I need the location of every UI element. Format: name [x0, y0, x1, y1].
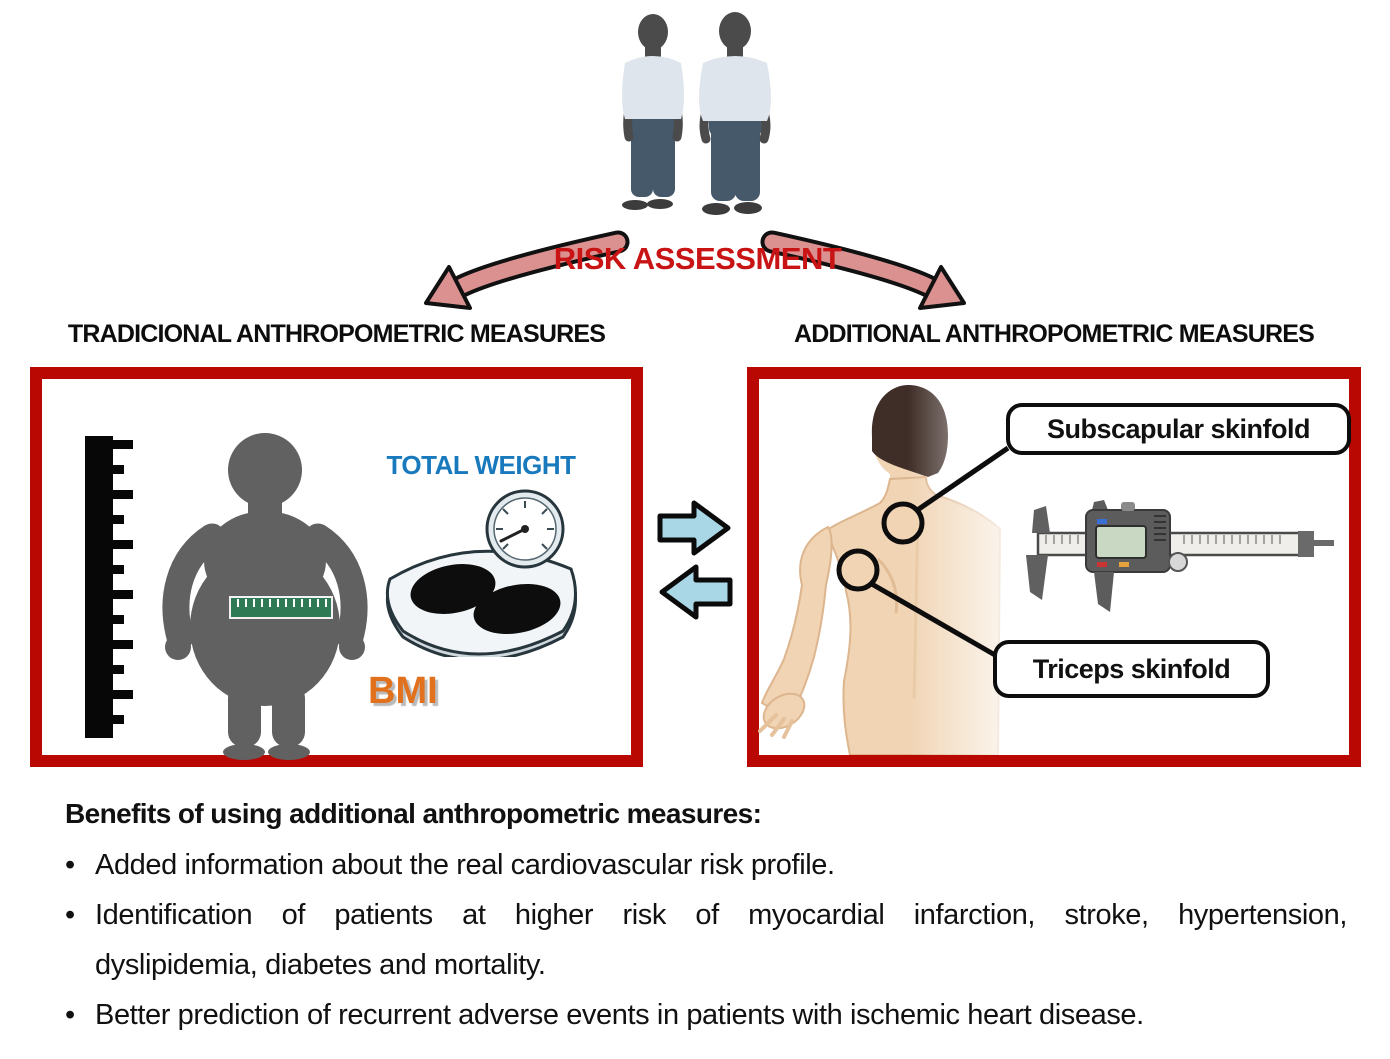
triceps-skinfold-callout: Triceps skinfold	[993, 640, 1270, 698]
caliper-icon	[1026, 500, 1334, 612]
benefits-section: Benefits of using additional anthropomet…	[65, 798, 1347, 1040]
bullet-marker: •	[65, 849, 75, 881]
benefit-text: dyslipidemia, diabetes and mortality.	[95, 949, 546, 981]
exchange-arrows	[657, 500, 733, 620]
bullet-marker: •	[65, 999, 75, 1031]
additional-measures-heading: ADDITIONAL ANTHROPOMETRIC MEASURES	[793, 320, 1315, 348]
arrow-right-icon	[657, 500, 731, 556]
subscapular-skinfold-label: Subscapular skinfold	[1046, 413, 1311, 444]
obese-person-icon	[162, 433, 368, 760]
benefit-text: Better prediction of recurrent adverse e…	[95, 999, 1144, 1031]
subscapular-marker-circle	[881, 501, 925, 545]
bullet-marker: •	[65, 899, 75, 931]
benefit-item: • Added information about the real cardi…	[65, 840, 1347, 890]
triceps-marker-circle	[836, 548, 880, 592]
total-weight-label: TOTAL WEIGHT	[386, 450, 577, 480]
measuring-tape-icon	[229, 596, 333, 619]
risk-assessment-arrows	[424, 230, 966, 310]
bmi-label: BMI	[368, 670, 438, 712]
overweight-people-illustration	[622, 12, 771, 215]
height-ruler-icon	[85, 436, 133, 738]
curved-arrow-left-icon	[424, 230, 630, 310]
arrow-left-icon	[659, 564, 733, 620]
triceps-skinfold-label: Triceps skinfold	[1032, 653, 1231, 684]
risk-assessment-label: RISK ASSESSMENT	[553, 241, 842, 276]
subscapular-skinfold-callout: Subscapular skinfold	[1006, 403, 1351, 455]
benefit-item: • Identification of patients at higher r…	[65, 890, 1347, 990]
benefits-list: • Added information about the real cardi…	[65, 840, 1347, 1040]
benefit-text: Identification of patients at higher ris…	[95, 899, 1347, 931]
benefit-item: • Better prediction of recurrent adverse…	[65, 990, 1347, 1040]
benefit-text: Added information about the real cardiov…	[95, 849, 835, 881]
traditional-measures-heading: TRADICIONAL ANTHROPOMETRIC MEASURES	[67, 320, 606, 348]
curved-arrow-right-icon	[760, 230, 966, 310]
benefits-heading: Benefits of using additional anthropomet…	[65, 798, 762, 829]
weighing-scale-icon	[385, 489, 577, 657]
